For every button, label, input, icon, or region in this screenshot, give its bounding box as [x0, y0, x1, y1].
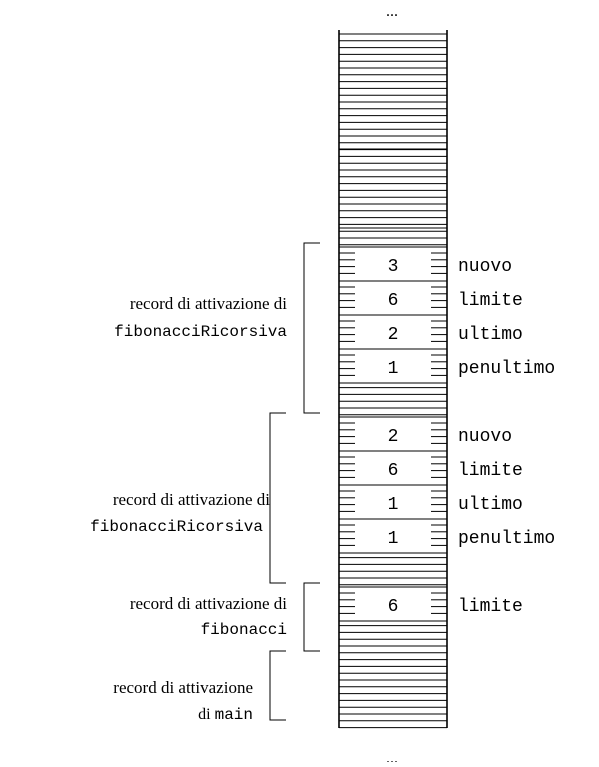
record-label-4-function: main — [215, 706, 253, 724]
record-bracket — [303, 242, 320, 414]
cell-value: 6 — [388, 597, 399, 617]
cell-variable-name: penultimo — [458, 359, 555, 379]
stack-cells: 3 nuovo 6 limite 2 ultimo 1 penultimo 2 nuovo 6 lim… — [339, 246, 555, 622]
record-label-2-function: fibonacciRicorsiva — [90, 518, 263, 536]
cell-variable-name: ultimo — [458, 325, 523, 345]
cell-variable-name: limite — [458, 597, 523, 617]
stack-cell: 1 ultimo — [339, 484, 523, 520]
record-label-3: record di attivazione di fibonacci — [130, 594, 287, 639]
cell-variable-name: penultimo — [458, 529, 555, 549]
stack-cell: 6 limite — [339, 280, 523, 316]
record-label-2-line2: fibonacciRicorsiva — [90, 518, 263, 536]
ellipsis-bottom: ... — [386, 750, 398, 762]
record-label-2-line1: record di attivazione di — [113, 490, 270, 509]
stack-cell: 1 penultimo — [339, 518, 555, 554]
cell-variable-name: ultimo — [458, 495, 523, 515]
record-label-1: record di attivazione di fibonacciRicors… — [114, 294, 287, 341]
cell-value: 2 — [388, 325, 399, 345]
record-label-3-line1: record di attivazione di — [130, 594, 287, 613]
record-label-3-function: fibonacci — [201, 621, 287, 639]
record-bracket — [303, 582, 320, 652]
record-label-4-line1: record di attivazione — [113, 678, 253, 697]
ellipsis-top: ... — [386, 3, 398, 20]
cell-variable-name: nuovo — [458, 257, 512, 277]
record-label-3-line2: fibonacci — [201, 621, 287, 639]
cell-value: 6 — [388, 461, 399, 481]
record-brackets — [269, 242, 320, 721]
cell-variable-name: nuovo — [458, 427, 512, 447]
record-bracket — [269, 412, 286, 584]
cell-value: 1 — [388, 359, 399, 379]
record-label-4: record di attivazione di main — [113, 678, 253, 724]
cell-value: 6 — [388, 291, 399, 311]
record-label-1-function: fibonacciRicorsiva — [114, 323, 287, 341]
stack-cell: 1 penultimo — [339, 348, 555, 384]
cell-value: 2 — [388, 427, 399, 447]
record-label-1-line2: fibonacciRicorsiva — [114, 323, 287, 341]
cell-value: 1 — [388, 529, 399, 549]
cell-variable-name: limite — [458, 291, 523, 311]
cell-variable-name: limite — [458, 461, 523, 481]
record-label-1-line1: record di attivazione di — [130, 294, 287, 313]
record-label-4-prefix: di — [198, 706, 214, 723]
cell-value: 3 — [388, 257, 399, 277]
record-label-4-line2: di main — [198, 706, 253, 724]
stack-cell: 6 limite — [339, 586, 523, 622]
stack-hatching — [339, 33, 447, 729]
record-bracket — [269, 650, 286, 721]
cell-value: 1 — [388, 495, 399, 515]
record-label-2: record di attivazione di fibonacciRicors… — [90, 490, 270, 536]
